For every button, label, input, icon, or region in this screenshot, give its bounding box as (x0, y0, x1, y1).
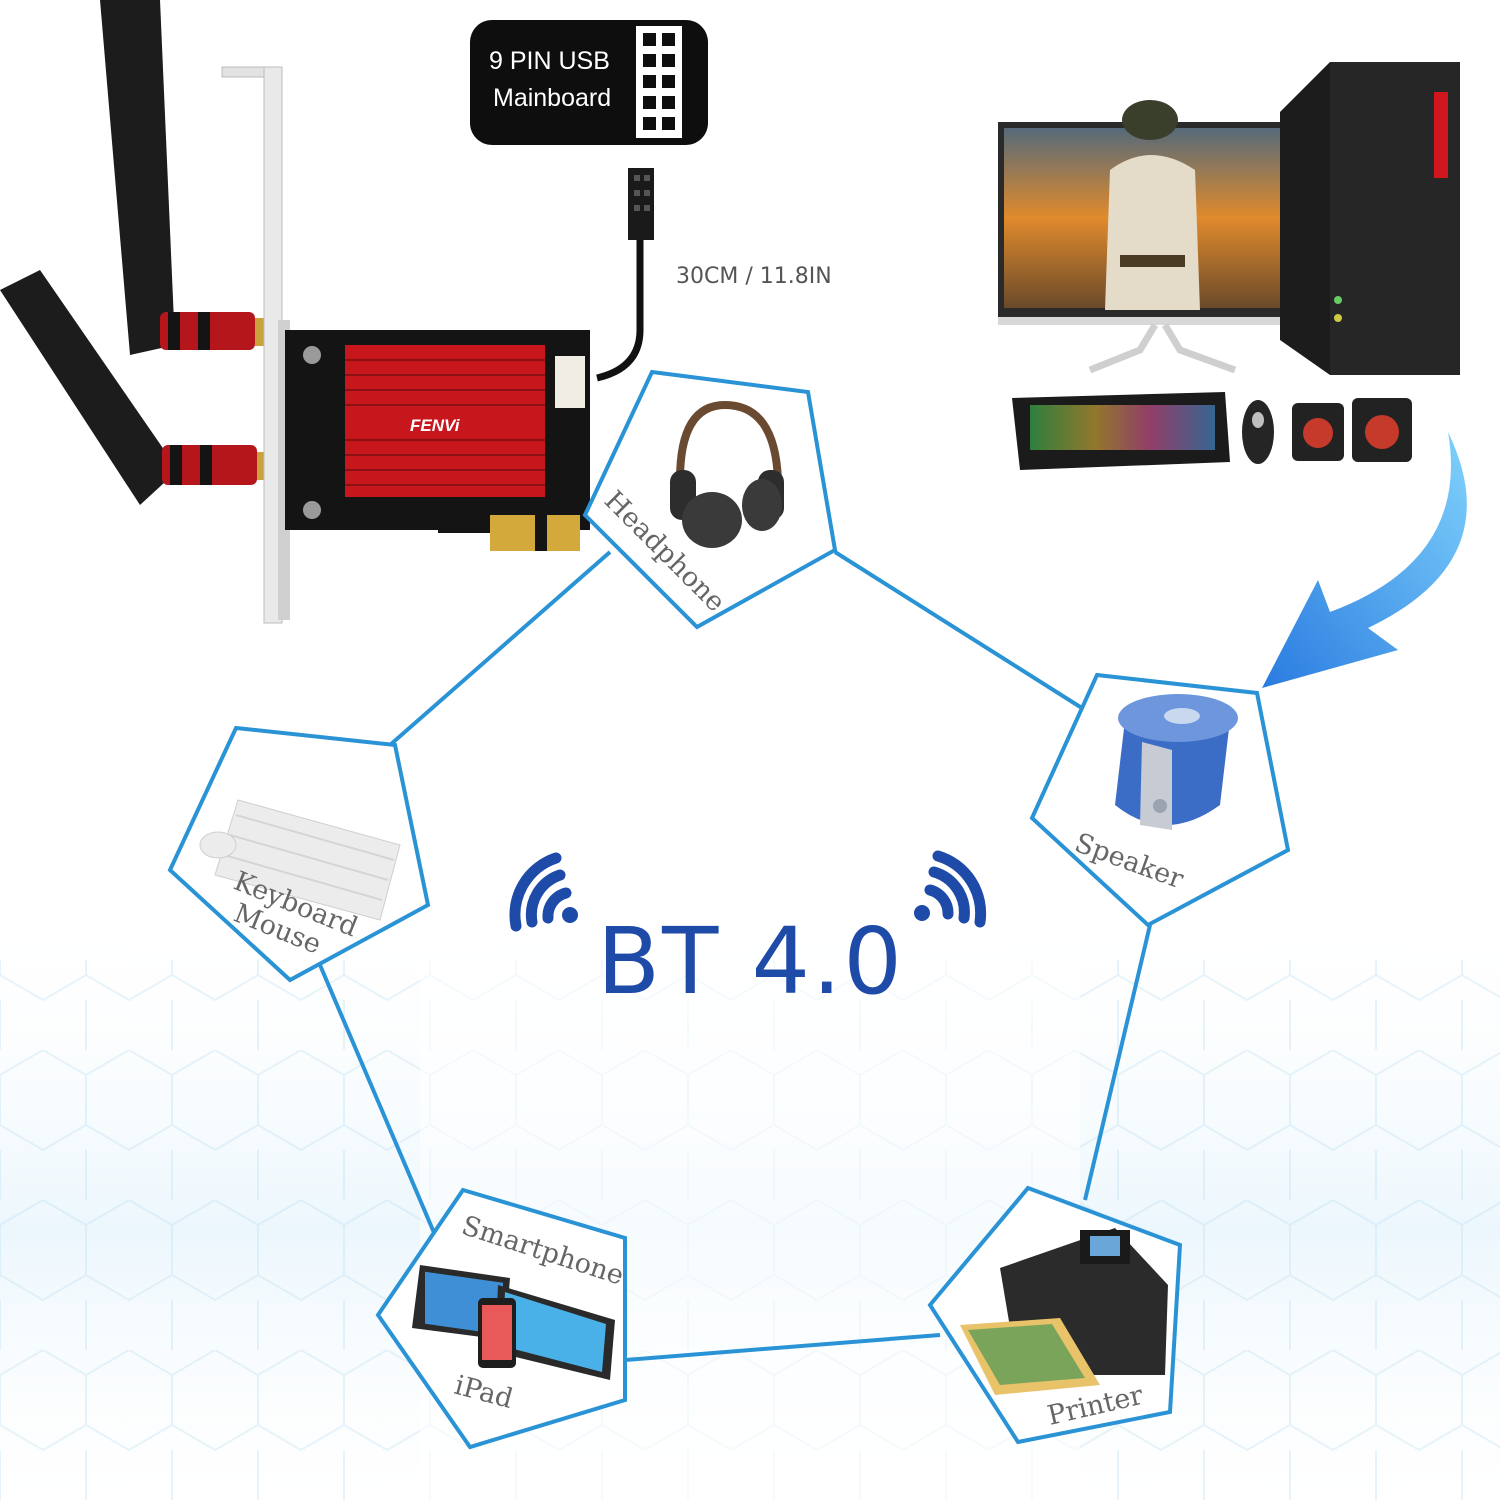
printer-icon (960, 1228, 1168, 1395)
bracket (221, 66, 290, 624)
monitor (998, 100, 1328, 374)
network-lines (318, 550, 1152, 1362)
headphone-icon (670, 400, 784, 548)
pc-tower (1280, 62, 1460, 375)
cable-length-text: 30CM / 11.8IN (676, 264, 832, 289)
speaker-icon (1115, 694, 1238, 830)
wifi-bt-card: FENVi (0, 0, 654, 624)
mouse (1242, 400, 1274, 464)
usb-cable (596, 230, 644, 382)
card-brand-logo: FENVi (410, 416, 461, 435)
keyboard-mouse-icon (199, 799, 401, 921)
device-node-smartphone-ipad: Smartphone iPad (375, 1187, 627, 1450)
keyboard (1012, 392, 1230, 470)
pc-speakers (1292, 398, 1412, 462)
pin-diagram-icon (636, 26, 682, 138)
usb-header (555, 356, 585, 408)
device-node-keyboard-mouse: Keyboard Mouse (167, 725, 431, 983)
badge-line-1: 9 PIN USB (489, 47, 610, 75)
usb-pin-badge: 9 PIN USB Mainboard (470, 20, 708, 145)
tablet-phone-icon (412, 1265, 615, 1380)
signal-right-icon (914, 850, 987, 928)
heatsink (345, 345, 545, 497)
badge-line-2: Mainboard (493, 84, 611, 112)
device-node-headphone: Headphone (582, 369, 838, 630)
device-node-printer: Printer (927, 1185, 1183, 1445)
curved-arrow (1262, 432, 1467, 688)
antenna-top (100, 0, 277, 355)
signal-left-icon (509, 852, 578, 932)
bt-version-title: BT 4.0 (597, 908, 904, 1015)
device-node-speaker: Speaker (1029, 672, 1291, 928)
usb-plug (628, 168, 654, 240)
desktop-pc-setup (998, 62, 1460, 470)
